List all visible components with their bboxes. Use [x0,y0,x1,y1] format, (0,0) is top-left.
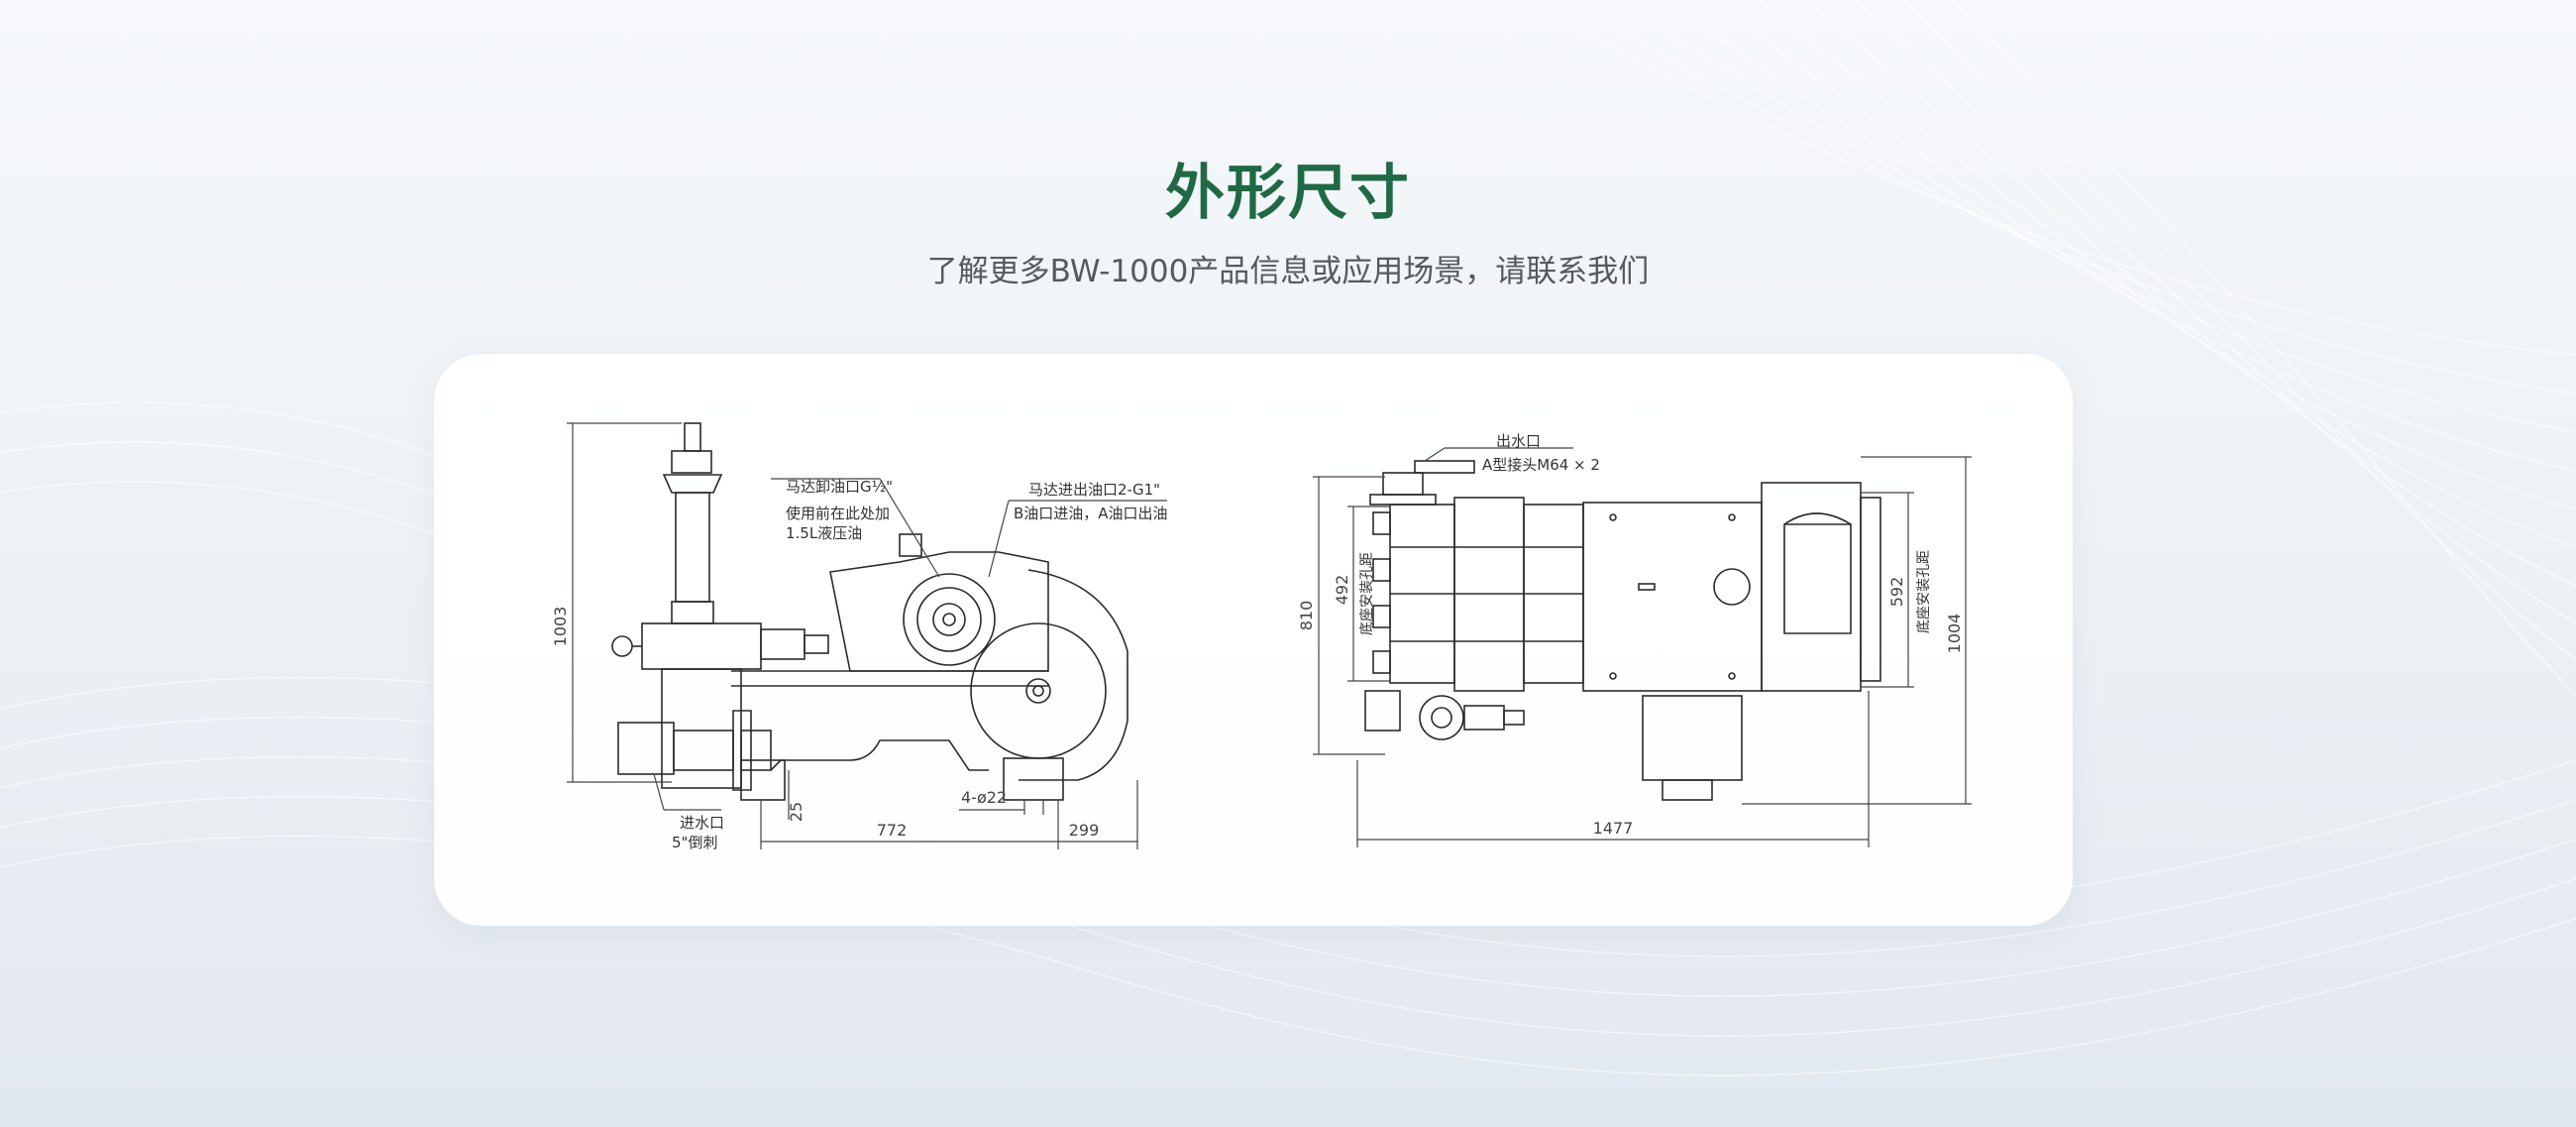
page-subtitle: 了解更多BW-1000产品信息或应用场景，请联系我们 [926,254,1650,289]
dim-length-b: 299 [1069,821,1100,840]
dim-mount-right: 592 [1887,577,1906,608]
dimension-drawing: 马达卸油口G½" 使用前在此处加 1.5L液压油 马达进出油口2-G1" B油口… [551,422,1972,851]
top-view-dimensions [1313,447,1972,847]
side-view-pump [611,422,1128,801]
dim-holes: 4-ø22 [961,788,1007,807]
dim-width-right: 1004 [1945,614,1964,654]
side-view-labels: 马达卸油口G½" 使用前在此处加 1.5L液压油 马达进出油口2-G1" B油口… [551,478,1168,851]
callout-motor-drain: 马达卸油口G½" [786,478,893,496]
dim-length: 1477 [1593,819,1634,838]
callout-motor-ports: 马达进出油口2-G1" [1028,481,1160,499]
side-view-dimensions [567,422,1167,849]
callout-inlet-size: 5"倒刺 [672,834,717,851]
callout-outlet-joint: A型接头M64 × 2 [1482,456,1600,474]
dim-mount-left: 492 [1333,575,1351,606]
mount-label-left: 底座安装孔距 [1359,552,1375,635]
drawing-card: 马达卸油口G½" 使用前在此处加 1.5L液压油 马达进出油口2-G1" B油口… [434,354,2073,926]
page-title: 外形尺寸 [1165,159,1411,228]
dim-height: 1003 [551,607,570,647]
dim-length-a: 772 [877,821,908,840]
top-view-pump [1364,460,1881,801]
callout-note-line2: 1.5L液压油 [786,524,862,542]
callout-note-line1: 使用前在此处加 [786,505,890,522]
top-view-labels: 出水口 A型接头M64 × 2 810 492 底座安装孔距 592 底座安装孔… [1297,432,1964,838]
dim-width-outer: 810 [1297,601,1316,631]
callout-inlet: 进水口 [680,814,724,832]
dim-base: 25 [787,802,805,822]
callout-ports-desc: B油口进油，A油口出油 [1014,505,1168,522]
mount-label-right: 底座安装孔距 [1916,550,1932,633]
callout-outlet: 出水口 [1496,432,1541,450]
